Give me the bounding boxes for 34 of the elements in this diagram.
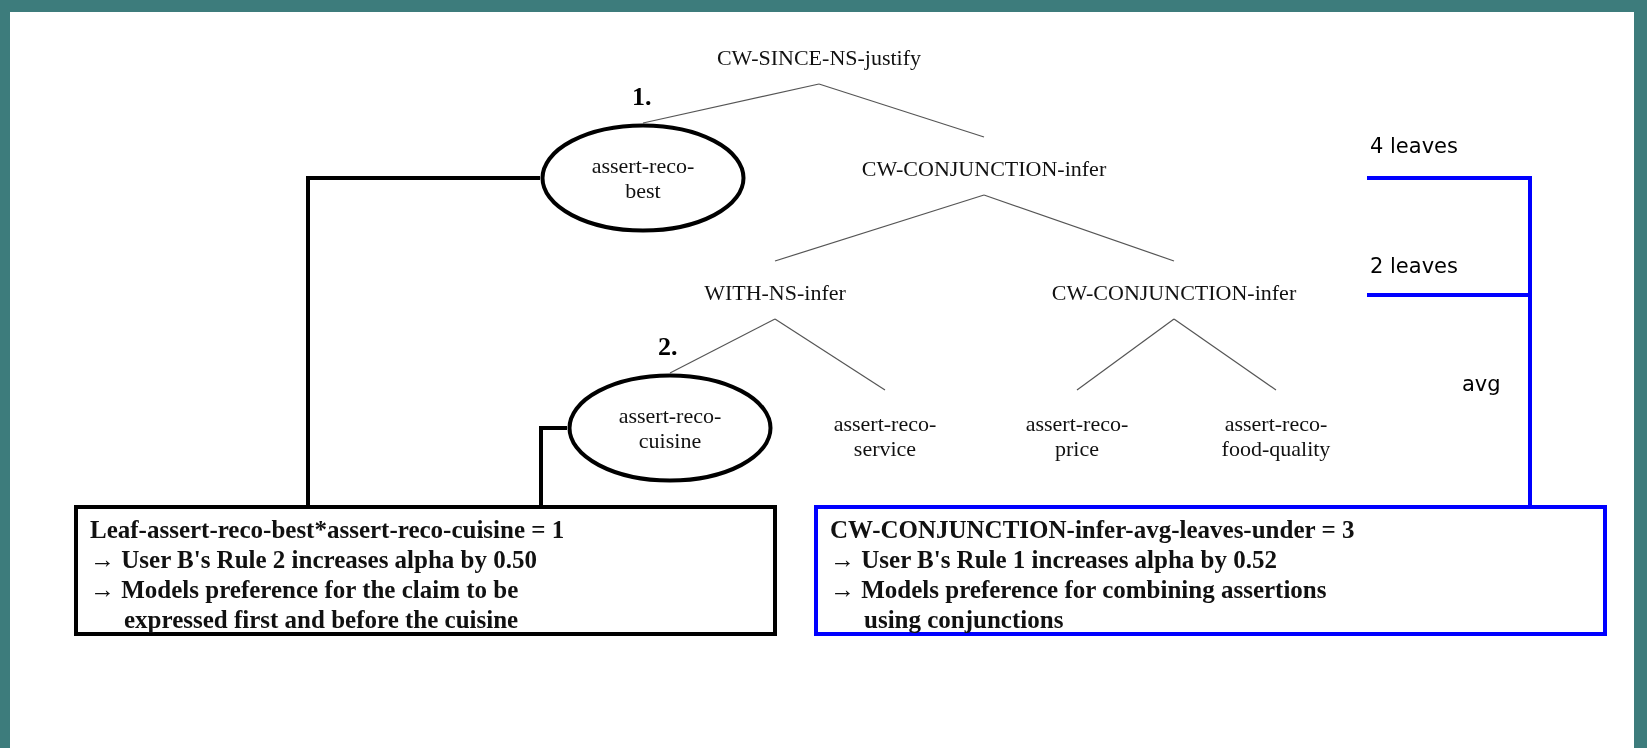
tree-node-label: assert-reco-price	[1024, 410, 1130, 462]
annotation-text: avg	[1462, 372, 1501, 396]
tree-node-label: assert-reco-service	[832, 410, 938, 462]
edge-label: 4 leaves	[1370, 134, 1458, 158]
edge-label: 2 leaves	[1370, 254, 1458, 278]
bullet-text: → User B's Rule 1 increases alpha by 0.52	[830, 545, 1278, 575]
tree-node-label: CW-CONJUNCTION-infer	[1051, 280, 1297, 306]
highlighted-node-ellipse	[540, 123, 746, 233]
tree-node-label: assert-reco-best	[590, 152, 696, 204]
tree-node-label: CW-SINCE-NS-justify	[716, 45, 922, 71]
tree-branch-line	[1173, 318, 1277, 391]
tree-branch-line	[669, 318, 776, 374]
tree-branch-line	[774, 194, 985, 262]
feature-formula: CW-CONJUNCTION-infer-avg-leaves-under = 3	[830, 515, 1355, 545]
tree-branch-line	[774, 318, 886, 391]
feature-box	[814, 505, 1607, 636]
callout-number: 1.	[632, 82, 652, 112]
tree-node-label: WITH-NS-infer	[704, 280, 846, 306]
tree-node-label: CW-CONJUNCTION-infer	[861, 156, 1107, 182]
bullet-text: → Models preference for combining assertions using conjunctions	[830, 575, 1328, 635]
feature-formula: Leaf-assert-reco-best*assert-reco-cuisine = 1	[90, 515, 565, 545]
highlighted-node-ellipse	[567, 373, 773, 483]
tree-node-label: assert-reco-cuisine	[617, 402, 723, 454]
tree-branch-line	[1076, 318, 1175, 391]
tree-node-label: assert-reco-food-quality	[1220, 410, 1332, 462]
connector-line	[539, 426, 567, 505]
bullet-text: → User B's Rule 2 increases alpha by 0.50	[90, 545, 538, 575]
tree-branch-line	[983, 194, 1175, 262]
connector-line	[306, 176, 540, 505]
callout-number: 2.	[658, 332, 678, 362]
tree-branch-line	[642, 83, 820, 124]
feature-box	[74, 505, 777, 636]
bullet-text: → Models preference for the claim to be expressed first and before the cuisine	[90, 575, 520, 635]
tree-branch-line	[818, 83, 985, 138]
